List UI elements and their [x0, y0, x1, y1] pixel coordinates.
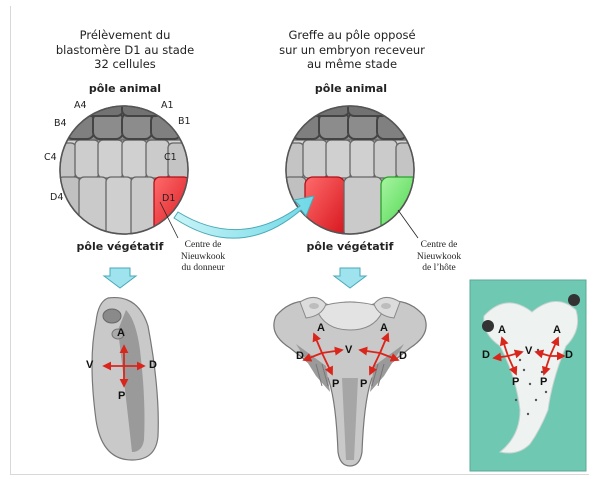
right-animal-pole-label: pôle animal [306, 82, 396, 95]
axis-photo-v: V [525, 345, 532, 357]
axis-left-v: V [86, 359, 93, 371]
axis-left-a: A [117, 327, 125, 339]
axis-photo-right-d: D [565, 349, 573, 361]
blastomere-b4-label: B4 [54, 118, 67, 129]
down-arrow-right [334, 268, 366, 288]
axis-mid-right-p: P [360, 378, 367, 390]
blastomere-c1-label: C1 [164, 152, 177, 163]
donor-d1-blastomere [154, 177, 190, 237]
donor-embryo [58, 97, 190, 237]
blastomere-d1-label: D1 [162, 193, 175, 204]
donor-note-line-2: Nieuwkook [166, 252, 240, 264]
blastomere-a1-label: A1 [161, 100, 174, 111]
axis-left-d: D [149, 359, 157, 371]
axis-mid-v: V [345, 344, 352, 356]
blastomere-d4-label: D4 [50, 192, 63, 203]
host-note-line-3: de l’hôte [404, 263, 474, 275]
grafted-d1-blastomere [305, 177, 345, 237]
blastomere-a4-label: A4 [74, 100, 87, 111]
axis-photo-right-a: A [553, 324, 561, 336]
axis-mid-right-d: D [399, 350, 407, 362]
down-arrow-left [104, 268, 136, 288]
donor-note-line-3: du donneur [166, 263, 240, 275]
title-right-line-2: sur un embryon receveur [262, 43, 442, 58]
left-animal-pole-label: pôle animal [80, 82, 170, 95]
axis-left-p: P [118, 390, 125, 402]
tadpole-photo [470, 280, 586, 471]
host-pointer-line [398, 210, 418, 238]
axis-photo-left-d: D [482, 349, 490, 361]
axis-mid-right-a: A [380, 322, 388, 334]
title-left-line-3: 32 cellules [40, 57, 210, 72]
title-right-line-1: Greffe au pôle opposé [262, 28, 442, 43]
host-embryo [284, 97, 421, 237]
blastomere-b1-label: B1 [178, 116, 191, 127]
host-note-line-1: Centre de [404, 240, 474, 252]
axis-mid-left-a: A [317, 322, 325, 334]
axis-photo-right-p: P [540, 376, 547, 388]
twin-embryo-drawing [274, 297, 426, 466]
host-nieuwkoop-note: Centre de Nieuwkook de l’hôte [404, 240, 474, 275]
right-vegetal-pole-label: pôle végétatif [298, 240, 402, 253]
normal-embryo-drawing [92, 298, 158, 460]
blastomere-c4-label: C4 [44, 152, 57, 163]
host-note-line-2: Nieuwkook [404, 252, 474, 264]
title-left-line-1: Prélèvement du [40, 28, 210, 43]
title-left-line-2: blastomère D1 au stade [40, 43, 210, 58]
axis-mid-left-d: D [296, 350, 304, 362]
title-right-line-3: au même stade [262, 57, 442, 72]
donor-note-line-1: Centre de [166, 240, 240, 252]
host-nieuwkoop-center [381, 177, 421, 237]
axis-mid-left-p: P [332, 378, 339, 390]
left-vegetal-pole-label: pôle végétatif [70, 240, 170, 253]
title-left: Prélèvement du blastomère D1 au stade 32… [40, 28, 210, 72]
graft-arrow [174, 196, 314, 238]
donor-nieuwkoop-note: Centre de Nieuwkook du donneur [166, 240, 240, 275]
axis-photo-left-p: P [512, 376, 519, 388]
axis-photo-left-a: A [498, 324, 506, 336]
title-right: Greffe au pôle opposé sur un embryon rec… [262, 28, 442, 72]
